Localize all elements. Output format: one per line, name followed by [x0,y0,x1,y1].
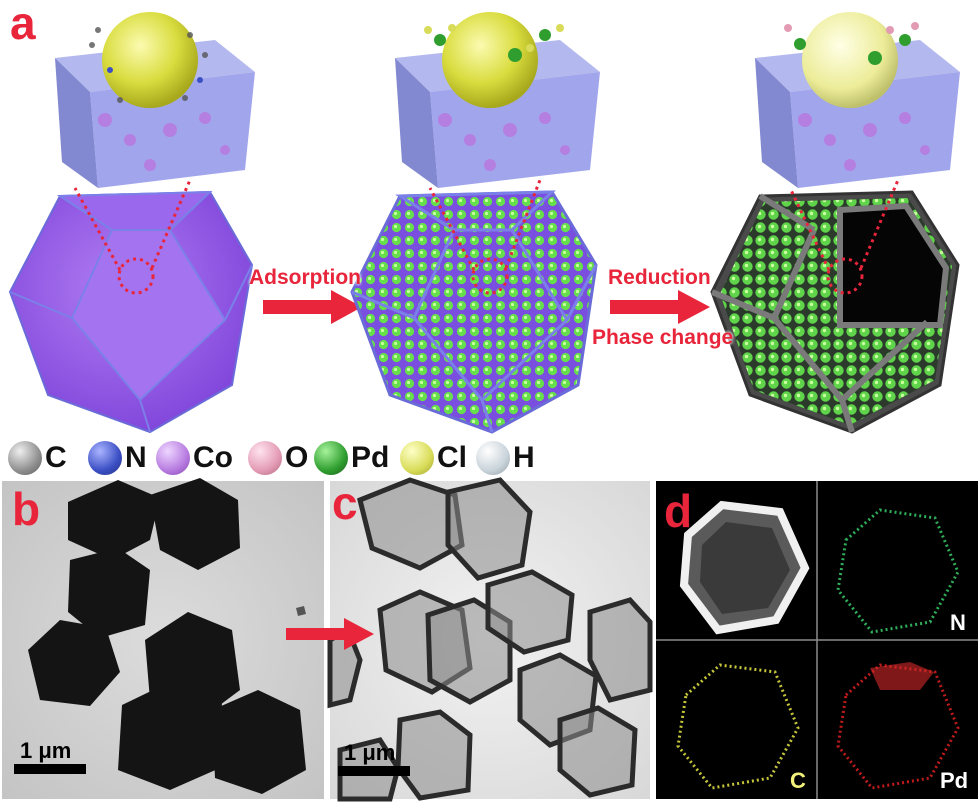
tem-image-c [327,477,653,802]
legend-ball-o [248,441,282,475]
n-map [836,508,960,634]
hollow-cavity [837,202,950,328]
panel-a-letter: a [10,0,36,49]
transition-arrow-bc [286,618,374,650]
zoom-indicator-3 [788,179,900,295]
phase-change-label: Phase change [592,326,734,349]
cl-sphere-3 [802,12,898,108]
scale-label-b: 1 μm [20,738,72,763]
hollow-pd-shell-dodecahedron [710,190,960,434]
legend-symbol-h: H [513,441,535,474]
zif-dodecahedron [8,190,254,434]
tem-image-b [2,478,324,799]
map-label-c: C [790,768,806,793]
cl-sphere-2 [442,12,538,108]
legend-item-h: H [476,438,535,478]
zif-unit-cell-box-2 [395,12,600,188]
zoom-indicator-1 [73,179,192,295]
panel-d-letter: d [664,485,693,537]
legend-ball-n [88,441,122,475]
panel-c-letter: c [332,477,358,529]
legend-ball-pd [314,441,348,475]
scale-bar-b [14,764,86,774]
legend-item-c: C [8,438,67,478]
legend-symbol-co: Co [193,441,233,474]
legend-symbol-cl: Cl [437,441,467,474]
legend-ball-co [156,441,190,475]
zoom-indicator-2 [428,179,542,295]
legend-ball-cl [400,441,434,475]
panel-b-letter: b [12,483,41,535]
eds-maps-d [656,481,978,799]
adsorption-label: Adsorption [249,266,361,289]
haadf-map [679,500,810,635]
scale-bar-c [338,766,410,776]
legend-symbol-o: O [285,441,309,474]
legend-item-n: N [88,438,147,478]
legend-item-co: Co [156,438,233,478]
legend-item-o: O [248,438,308,478]
legend-ball-c [8,441,42,475]
pd-adsorbed-dodecahedron [350,190,598,434]
zif-unit-cell-box-3 [755,12,960,188]
adsorption-arrow [263,290,362,324]
cl-sphere-1 [102,12,198,108]
legend-symbol-c: C [45,441,67,474]
map-label-n: N [950,610,966,635]
legend-symbol-n: N [125,441,147,474]
reduction-label: Reduction [608,266,711,289]
map-label-pd: Pd [940,768,969,793]
legend-item-pd: Pd [314,438,389,478]
scale-label-c: 1 μm [344,740,396,765]
reduction-arrow [610,290,710,324]
legend-symbol-pd: Pd [351,441,390,474]
zif-unit-cell-box-1 [55,12,255,188]
legend-ball-h [476,441,510,475]
legend-item-cl: Cl [400,438,467,478]
element-legend: C N Co O Pd Cl H [8,438,548,478]
